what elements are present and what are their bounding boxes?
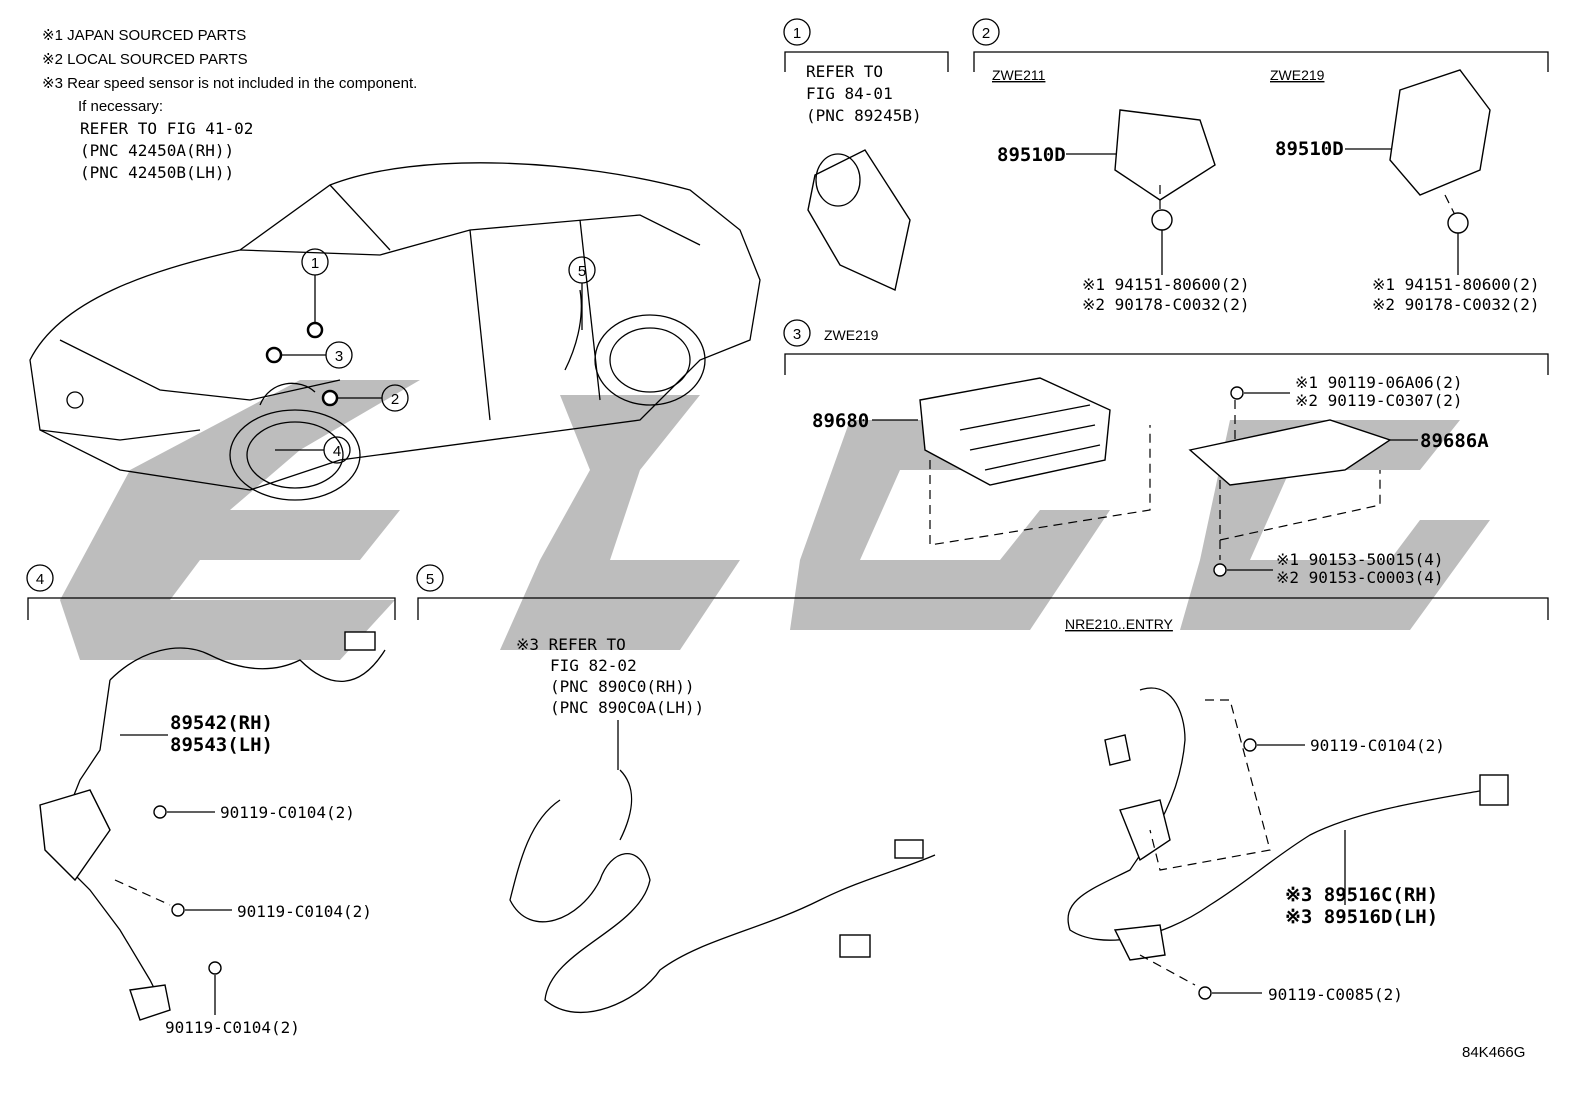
bolt-icon	[1198, 986, 1212, 1000]
bracket-shape	[39, 789, 111, 882]
section-4: 4 89542(RH) 89543(LH) 90119-C0104(2) 901…	[26, 564, 396, 1037]
note-refer-fig: REFER TO FIG 41-02	[80, 119, 253, 138]
connector-shape	[344, 631, 376, 651]
connector-shape	[1479, 774, 1509, 806]
callout-marker	[265, 346, 283, 364]
section-3-bolt-1b: ※2 90119-C0307(2)	[1295, 391, 1463, 410]
section-5-bolt-a: 90119-C0104(2)	[1310, 736, 1445, 755]
note-pnc-lh: (PNC 42450B(LH))	[80, 163, 234, 182]
callout-2-label: 2	[391, 391, 399, 408]
section-2-a-part-1: ※1 94151-80600(2)	[1082, 275, 1250, 294]
rear-sensor-wire	[1067, 687, 1486, 941]
section-1-number: 1	[793, 25, 801, 42]
callout-4[interactable]	[323, 436, 351, 464]
sensor-head-shape	[129, 984, 171, 1021]
yaw-sensor-b-shape	[1389, 69, 1491, 196]
section-3-bolt-1a: ※1 90119-06A06(2)	[1295, 373, 1463, 392]
bolt-icon	[1243, 738, 1257, 752]
car-callouts: 1 2 3 4 5	[265, 248, 596, 464]
bracket-shape	[1188, 419, 1392, 486]
note-rear-sensor: ※3 Rear speed sensor is not included in …	[42, 75, 417, 92]
part-89543-lh: 89543(LH)	[170, 734, 273, 756]
callout-5-label: 5	[578, 263, 586, 280]
part-89680: 89680	[812, 410, 869, 432]
section-5-number: 5	[426, 571, 434, 588]
note-local-sourced: ※2 LOCAL SOURCED PARTS	[42, 51, 248, 68]
connector-shape	[894, 839, 924, 859]
section-5-model: NRE210..ENTRY	[1065, 616, 1174, 632]
ecu-shape	[919, 377, 1111, 486]
note-if-necessary: If necessary:	[78, 98, 163, 115]
yaw-sensor-a-shape	[1114, 109, 1216, 201]
callout-5[interactable]	[568, 256, 596, 284]
bolt-icon	[1230, 386, 1244, 400]
section-5-ref-1: ※3 REFER TO	[516, 635, 626, 654]
section-3-number: 3	[793, 326, 801, 343]
section-5: 5 NRE210..ENTRY ※3 REFER TO FIG 82-02 (P…	[416, 564, 1549, 1014]
callout-1-label: 1	[311, 255, 319, 272]
section-1-pnc: (PNC 89245B)	[806, 106, 922, 125]
section-2-badge	[972, 18, 1000, 46]
part-89516C-rh: ※3 89516C(RH)	[1285, 884, 1438, 906]
section-5-ref-3: (PNC 890C0(RH))	[550, 677, 695, 696]
section-2-model-a: ZWE211	[992, 67, 1046, 83]
callout-3[interactable]	[325, 341, 353, 369]
section-4-bolt-c: 90119-C0104(2)	[165, 1018, 300, 1037]
callout-1[interactable]	[301, 248, 329, 276]
nut-b-shape	[1447, 212, 1469, 234]
section-2-b-part-2: ※2 90178-C0032(2)	[1372, 295, 1540, 314]
callout-3-label: 3	[335, 348, 343, 365]
section-1: 1 REFER TO FIG 84-01 (PNC 89245B)	[783, 18, 949, 291]
section-4-badge	[26, 564, 54, 592]
note-pnc-rh: (PNC 42450A(RH))	[80, 141, 234, 160]
section-2-model-b: ZWE219	[1270, 67, 1325, 83]
bracket-shape	[1113, 924, 1166, 961]
bolt-icon	[208, 961, 222, 975]
section-4-bolt-a: 90119-C0104(2)	[220, 803, 355, 822]
callout-2[interactable]	[381, 384, 409, 412]
section-1-badge	[783, 18, 811, 46]
callout-4-label: 4	[333, 443, 341, 460]
section-5-bolt-b: 90119-C0085(2)	[1268, 985, 1403, 1004]
section-5-ref-4: (PNC 890C0A(LH))	[550, 698, 704, 717]
connector-shape	[839, 934, 871, 958]
note-japan-sourced: ※1 JAPAN SOURCED PARTS	[42, 27, 246, 44]
steering-sensor-shape	[807, 149, 911, 291]
car-illustration	[29, 162, 761, 501]
nut-a-shape	[1151, 209, 1173, 231]
section-2-a-part-2: ※2 90178-C0032(2)	[1082, 295, 1250, 314]
notes-block: ※1 JAPAN SOURCED PARTS ※2 LOCAL SOURCED …	[42, 27, 417, 182]
sensor-head-shape	[1104, 734, 1131, 766]
section-3-badge	[783, 319, 811, 347]
section-1-fig: FIG 84-01	[806, 84, 893, 103]
bolt-icon	[1213, 563, 1227, 577]
section-5-ref-2: FIG 82-02	[550, 656, 637, 675]
part-89516D-lh: ※3 89516D(LH)	[1285, 906, 1438, 928]
rear-harness-wire	[509, 799, 936, 1014]
part-89686A: 89686A	[1420, 430, 1489, 452]
part-89510D-a: 89510D	[997, 144, 1066, 166]
section-2-number: 2	[982, 25, 990, 42]
watermark	[60, 380, 1490, 660]
section-4-number: 4	[36, 571, 44, 588]
front-sensor-wire	[109, 647, 386, 683]
callout-marker	[306, 321, 324, 339]
part-89542-rh: 89542(RH)	[170, 712, 273, 734]
section-2: 2 ZWE211 ZWE219 89510D ※1 94151-80600(2)…	[972, 18, 1549, 314]
figure-code: 84K466G	[1462, 1044, 1525, 1061]
part-89510D-b: 89510D	[1275, 138, 1344, 160]
section-1-refer: REFER TO	[806, 62, 883, 81]
section-2-b-part-1: ※1 94151-80600(2)	[1372, 275, 1540, 294]
bracket-shape	[1119, 799, 1171, 862]
bolt-icon	[153, 805, 167, 819]
bolt-icon	[171, 903, 185, 917]
callout-marker	[321, 389, 339, 407]
section-3-bolt-2a: ※1 90153-50015(4)	[1276, 550, 1444, 569]
section-4-bolt-b: 90119-C0104(2)	[237, 902, 372, 921]
section-3-model: ZWE219	[824, 327, 879, 343]
section-5-badge	[416, 564, 444, 592]
section-3-bolt-2b: ※2 90153-C0003(4)	[1276, 568, 1444, 587]
section-3: 3 ZWE219 89680 89686A ※1 90119-06A06(2) …	[783, 319, 1549, 587]
